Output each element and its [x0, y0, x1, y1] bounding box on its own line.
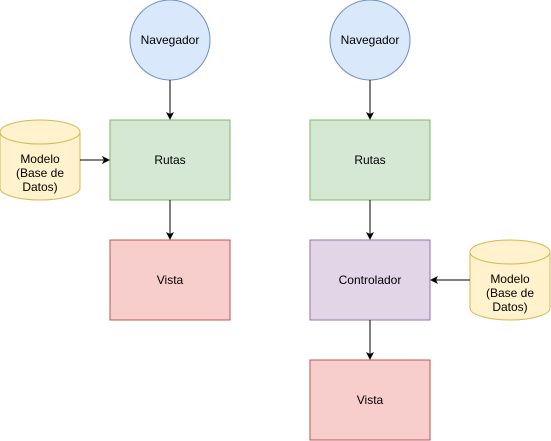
left-model-node[interactable]: Modelo (Base de Datos): [0, 119, 81, 201]
right-flow: Navegador Rutas Controlador Modelo (Base…: [309, 0, 551, 441]
right-browser-label: Navegador: [341, 33, 400, 47]
right-model-label-line2: (Base de: [486, 286, 534, 300]
left-view-label: Vista: [157, 273, 184, 287]
right-model-label-line3: Datos): [492, 300, 527, 314]
right-model-node[interactable]: Modelo (Base de Datos): [469, 239, 551, 321]
left-flow: Navegador Rutas Modelo (Base de Datos) V…: [0, 0, 231, 321]
left-browser-label: Navegador: [141, 33, 200, 47]
left-model-label-line2: (Base de: [16, 166, 64, 180]
left-model-label-line1: Modelo: [20, 152, 60, 166]
left-model-label-line3: Datos): [22, 180, 57, 194]
left-view-node[interactable]: Vista: [109, 239, 231, 321]
right-controller-label: Controlador: [339, 273, 402, 287]
right-view-node[interactable]: Vista: [309, 359, 431, 441]
right-view-label: Vista: [357, 393, 384, 407]
left-browser-node[interactable]: Navegador: [129, 0, 211, 81]
right-browser-node[interactable]: Navegador: [329, 0, 411, 81]
left-routes-node[interactable]: Rutas: [109, 119, 231, 201]
right-routes-node[interactable]: Rutas: [309, 119, 431, 201]
right-controller-node[interactable]: Controlador: [309, 239, 431, 321]
right-routes-label: Rutas: [354, 153, 385, 167]
right-model-label-line1: Modelo: [490, 272, 530, 286]
left-routes-label: Rutas: [154, 153, 185, 167]
